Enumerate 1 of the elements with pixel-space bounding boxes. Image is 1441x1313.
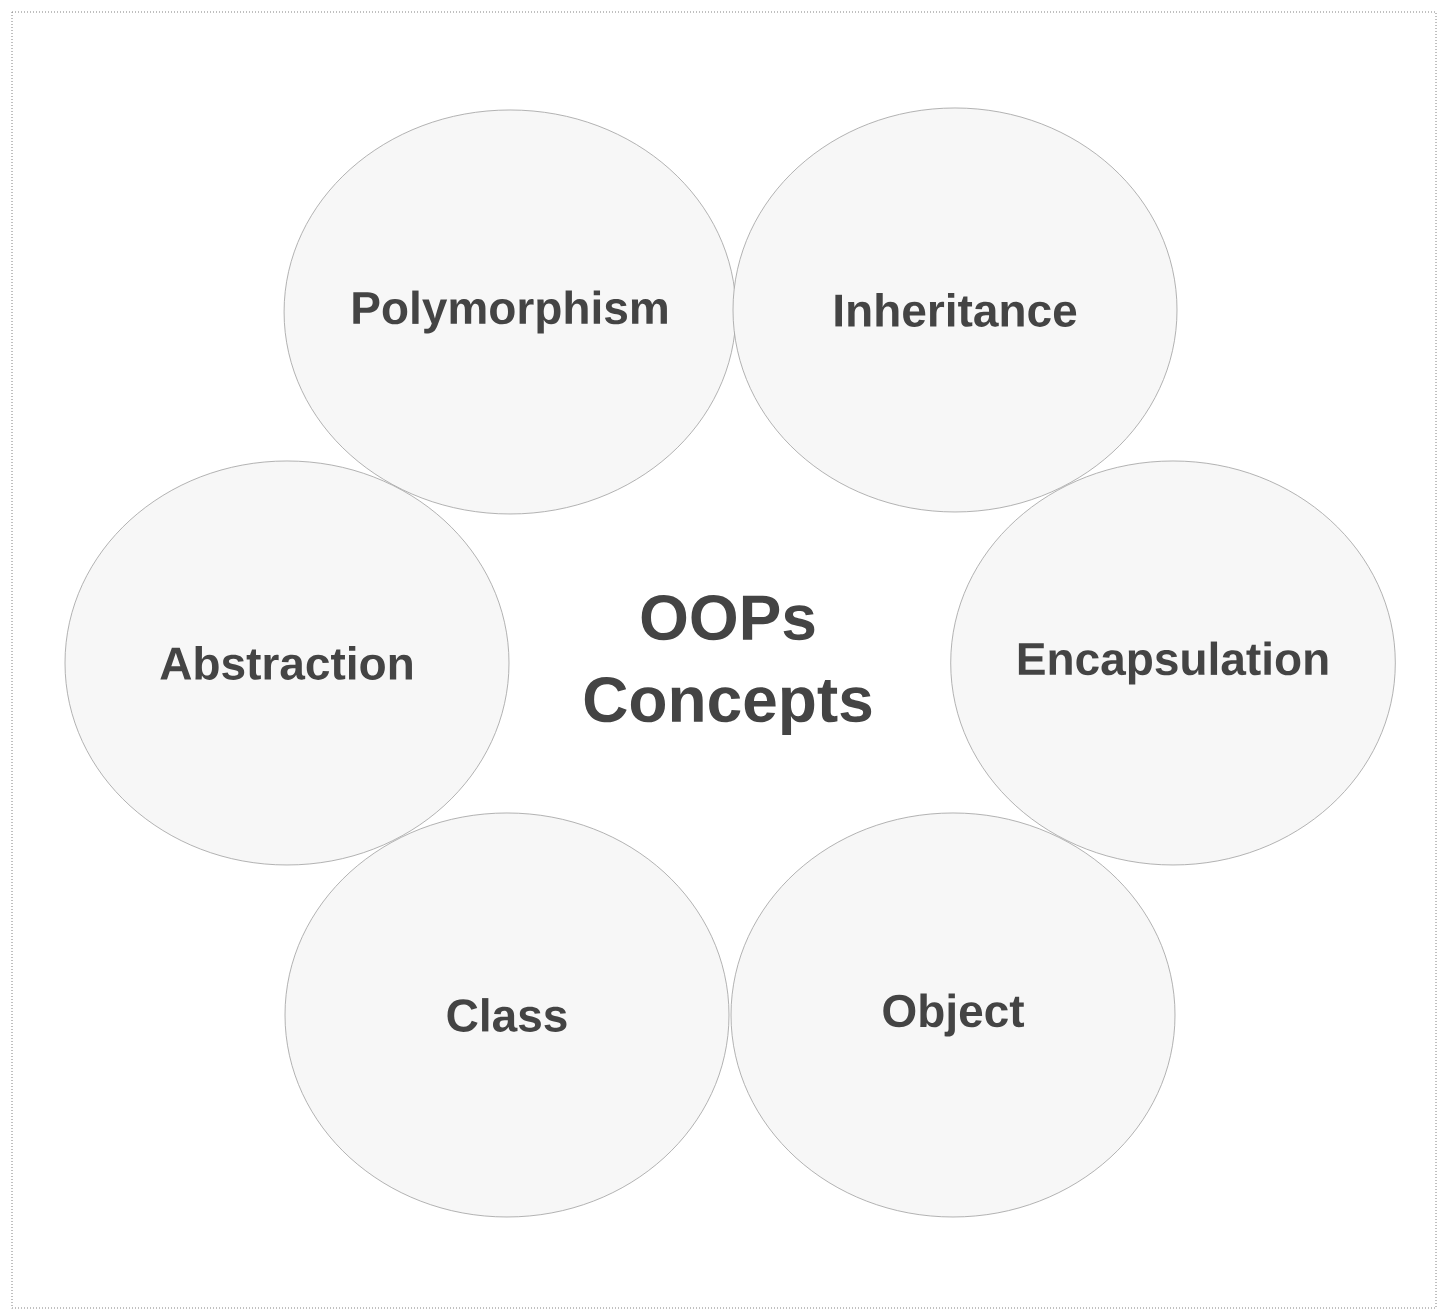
center-title: OOPs Concepts: [584, 595, 872, 735]
